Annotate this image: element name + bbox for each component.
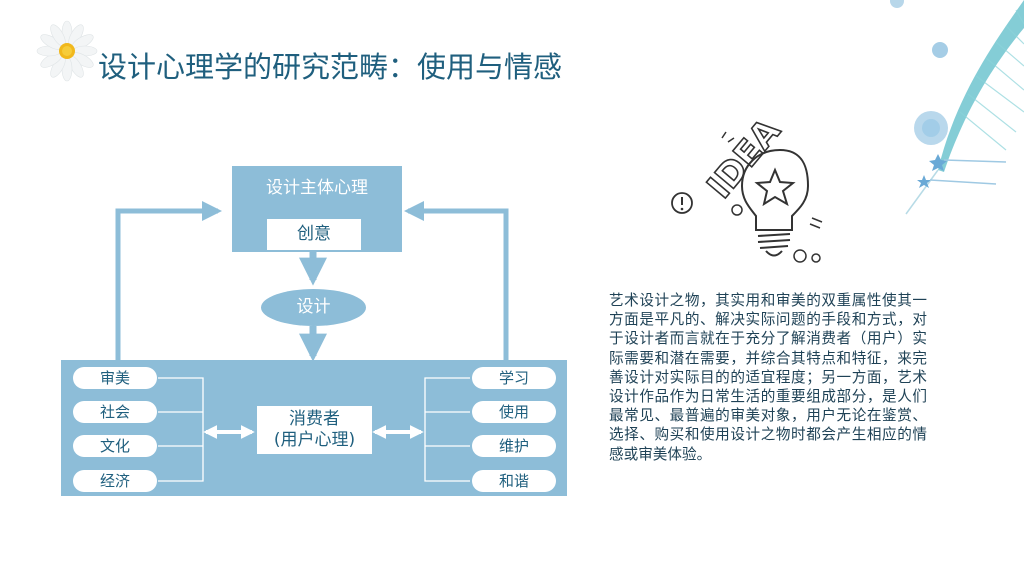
left-item-society: 社会 [73, 401, 157, 423]
description-paragraph: 艺术设计之物，其实用和审美的双重属性使其一方面是平凡的、解决实际问题的手段和方式… [609, 292, 927, 463]
page-title: 设计心理学的研究范畴：使用与情感 [98, 50, 563, 84]
left-feedback-arrow [115, 201, 222, 360]
left-item-economy: 经济 [73, 470, 157, 492]
design-ellipse: 设计 [261, 289, 366, 326]
right-item-learn: 学习 [472, 367, 556, 389]
idea-lightbulb-illustration: IDEA [671, 110, 823, 263]
right-feedback-arrow [404, 201, 509, 360]
right-item-use: 使用 [472, 401, 556, 423]
right-item-harmony: 和谐 [472, 470, 556, 492]
creativity-box: 创意 [267, 219, 361, 250]
left-item-culture: 文化 [73, 435, 157, 457]
consumer-box: 消费者 (用户心理) [257, 406, 372, 454]
consumer-line2: (用户心理) [273, 430, 356, 450]
design-subject-label: 设计主体心理 [266, 178, 368, 198]
left-item-aesthetic: 审美 [73, 367, 157, 389]
right-item-maintain: 维护 [472, 435, 556, 457]
feather-decoration-icon [905, 0, 1024, 215]
idea-word: IDEA [700, 111, 789, 206]
consumer-line1: 消费者 [289, 409, 340, 429]
daisy-flower-icon [36, 20, 98, 82]
small-dandelion-icon [890, 0, 904, 8]
